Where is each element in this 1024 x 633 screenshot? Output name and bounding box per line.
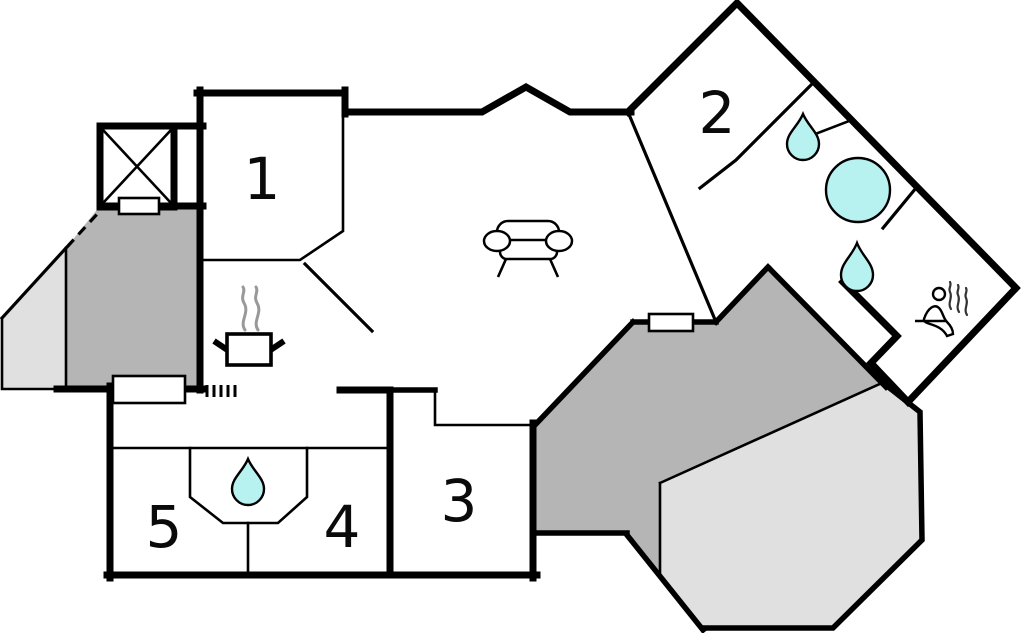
sofa-legs [496,258,560,278]
sauna-steam [956,283,961,314]
deck-south-walls [532,530,707,633]
sauna-steam [948,280,953,311]
sofa-icon [482,219,574,278]
steam-line [254,285,261,332]
window-marker [117,196,161,216]
room-3-label: 3 [441,467,478,535]
bedroom-wing-walls [103,382,541,582]
cooking-pot-icon [212,285,286,367]
room-4-label: 4 [324,493,361,561]
shower-partition-wall [816,119,851,135]
steam-line [241,285,248,332]
door-marker [111,374,187,405]
window-marker [647,312,695,333]
terrace-edges [0,246,68,391]
water-drop-icon [839,239,875,293]
west-terrace-light [2,248,66,389]
terrace-diagonal-edge [0,245,69,321]
room2-partition-wall [697,81,815,191]
room-1-label: 1 [244,145,281,213]
water-drop-icon [230,455,266,507]
drop-shape [785,110,821,162]
room-2-label: 2 [699,79,736,147]
room3-step-wall [433,388,535,427]
door-dashes [205,385,237,397]
deck-divider [658,381,884,575]
bathroom2-walls [188,446,309,525]
pot-body [225,332,273,367]
sofa-arm-left [482,229,512,253]
tub-partition-wall [880,185,919,231]
crossed-square-icon [101,128,173,205]
kitchen-room1-wall [201,112,345,262]
person-head [931,286,947,302]
south-deck-light [660,382,922,628]
room-5-label: 5 [146,493,183,561]
living-room-east-wall [625,109,719,325]
sauna-steam [964,286,969,317]
kitchen-diagonal-wall [302,261,375,334]
drop-shape [839,239,875,293]
water-drop-icon [785,110,821,162]
openings [65,196,695,405]
south-wall-segments [53,385,394,394]
terrace-dashed-edge [65,210,101,249]
west-terrace [66,206,203,390]
sofa-arm-right [544,229,574,253]
north-wall [193,82,635,118]
round-tub [824,156,892,224]
south-deck-dark [535,267,886,573]
drop-shape [230,455,266,507]
bathtub-circle-icon [824,156,892,224]
deck-light-outer-walls [700,378,925,631]
sauna-person-icon [915,280,969,338]
interior-walls [0,81,919,577]
